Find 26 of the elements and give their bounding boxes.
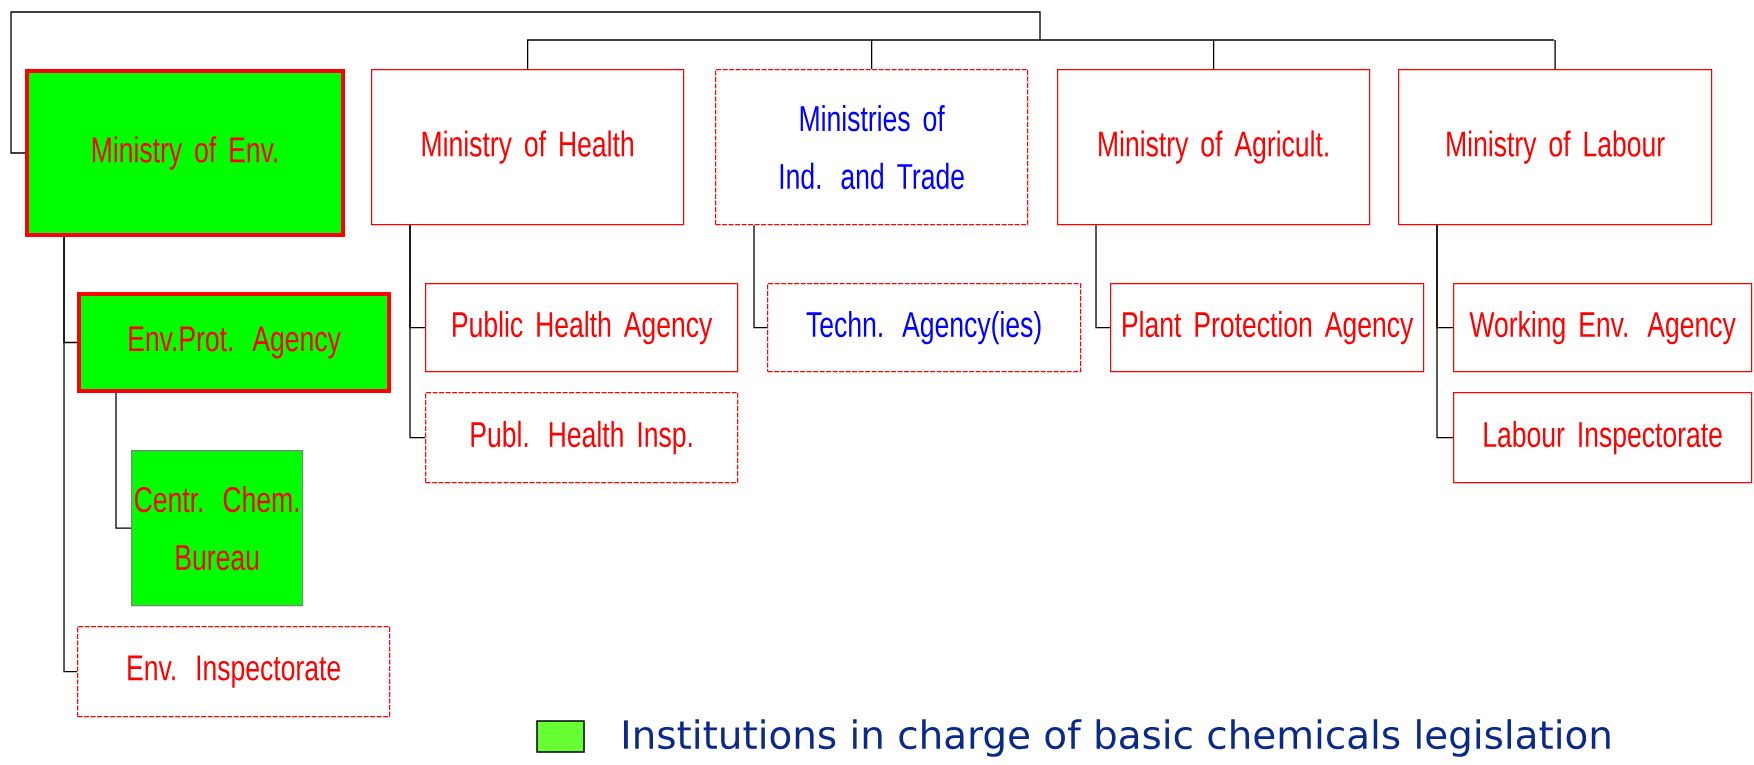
connector-line bbox=[870, 39, 873, 70]
connector-line bbox=[753, 224, 768, 329]
connector-line bbox=[1212, 39, 1215, 70]
agency-box: Working Env. Agency bbox=[1453, 283, 1753, 373]
connector-line bbox=[1554, 39, 1556, 70]
connector-line bbox=[1095, 224, 1111, 329]
agency-box: Centr. Chem. Bureau bbox=[131, 450, 304, 607]
connector-line bbox=[526, 39, 529, 70]
agency-box: Env. Inspectorate bbox=[77, 626, 391, 718]
ministry-box: Ministry of Labour bbox=[1398, 69, 1713, 226]
agency-box: Techn. Agency(ies) bbox=[767, 283, 1082, 373]
connector-line bbox=[10, 11, 1555, 154]
connector-line bbox=[63, 236, 78, 673]
ministry-box: Ministry of Health bbox=[371, 69, 685, 226]
connector-line bbox=[115, 392, 132, 529]
agency-box: Public Health Agency bbox=[425, 283, 739, 373]
ministry-box: Ministry of Env. bbox=[25, 69, 345, 237]
ministry-box: Ministries of Ind. and Trade bbox=[715, 69, 1029, 226]
connector-line bbox=[409, 224, 426, 439]
agency-box: Publ. Health Insp. bbox=[425, 392, 739, 484]
agency-box: Env.Prot. Agency bbox=[77, 292, 391, 393]
connector-line bbox=[1436, 224, 1454, 439]
agency-box: Labour Inspectorate bbox=[1453, 392, 1753, 484]
agency-box: Plant Protection Agency bbox=[1110, 283, 1425, 373]
ministry-box: Ministry of Agricult. bbox=[1057, 69, 1371, 226]
legend-text: Institutions in charge of basic chemicals legislation bbox=[624, 719, 1610, 757]
